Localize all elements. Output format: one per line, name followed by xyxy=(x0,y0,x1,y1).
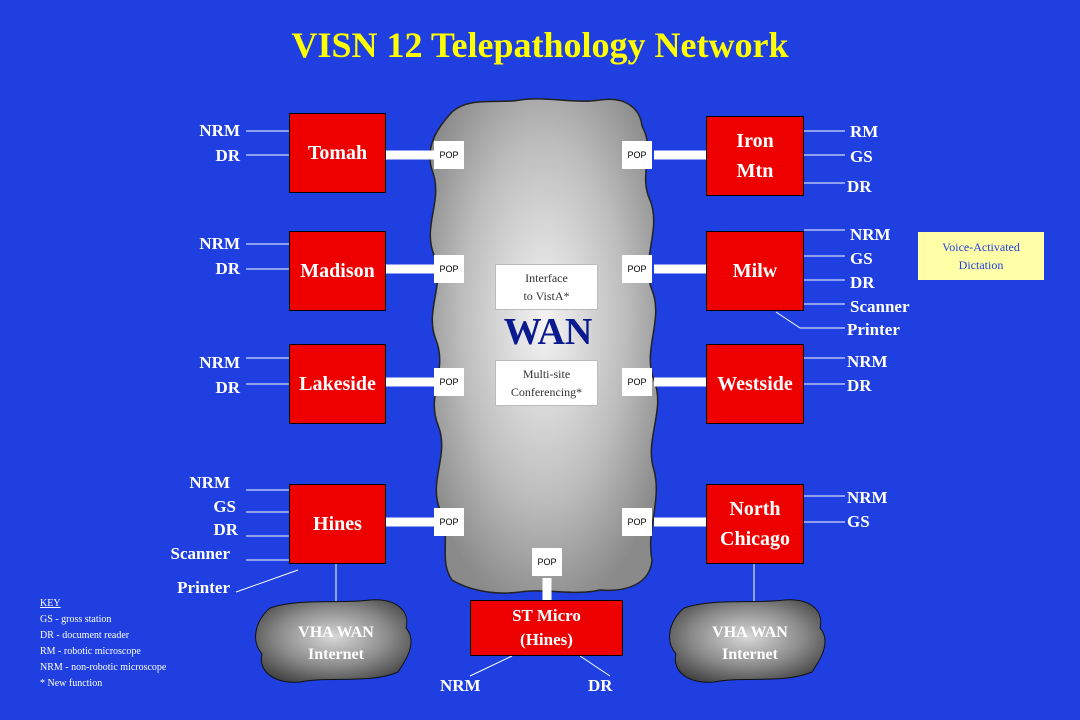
site-tomah: Tomah xyxy=(289,113,386,193)
milw-device-nrm: NRM xyxy=(850,225,891,244)
pop-hines: POP xyxy=(434,508,464,536)
vha-cloud-right xyxy=(669,599,826,683)
iron-mtn-device-gs: GS xyxy=(850,147,873,166)
westside-device-nrm: NRM xyxy=(847,352,888,371)
iron-mtn-device-rm: RM xyxy=(850,122,879,141)
madison-device-nrm: NRM xyxy=(199,234,240,253)
vha-cloud-left xyxy=(255,599,412,683)
hines-device-scanner: Scanner xyxy=(170,544,231,563)
pop-north-chicago: POP xyxy=(622,508,652,536)
pop-st-micro: POP xyxy=(532,548,562,576)
st-micro-device-dr: DR xyxy=(588,676,613,695)
tomah-device-dr: DR xyxy=(215,146,240,165)
legend-key: KEY GS - gross station DR - document rea… xyxy=(40,596,166,692)
voice-dictation-box: Voice-Activated Dictation xyxy=(918,232,1044,280)
north-chicago-device-nrm: NRM xyxy=(847,488,888,507)
hines-device-gs: GS xyxy=(213,497,236,516)
pop-westside: POP xyxy=(622,368,652,396)
wan-cloud xyxy=(429,98,659,594)
lakeside-device-nrm: NRM xyxy=(199,353,240,372)
interface-vista-box: Interface to VistA* xyxy=(495,264,598,310)
milw-device-printer: Printer xyxy=(847,320,900,339)
legend-key-item: GS - gross station xyxy=(40,614,112,625)
tomah-device-nrm: NRM xyxy=(199,121,240,140)
hines-device-nrm: NRM xyxy=(189,473,230,492)
pop-lakeside: POP xyxy=(434,368,464,396)
pop-madison: POP xyxy=(434,255,464,283)
legend-key-item: NRM - non-robotic microscope xyxy=(40,662,167,673)
conferencing-box: Multi-site Conferencing* xyxy=(495,360,598,406)
madison-device-dr: DR xyxy=(215,259,240,278)
milw-device-gs: GS xyxy=(850,249,873,268)
site-madison: Madison xyxy=(289,231,386,311)
milw-device-scanner: Scanner xyxy=(850,297,910,316)
north-chicago-device-gs: GS xyxy=(847,512,870,531)
vha-cloud-right-label: VHA WAN Internet xyxy=(712,624,788,663)
site-milw: Milw xyxy=(706,231,804,311)
westside-device-dr: DR xyxy=(847,376,872,395)
pop-milw: POP xyxy=(622,255,652,283)
milw-device-dr: DR xyxy=(850,273,875,292)
legend-key-item: RM - robotic microscope xyxy=(40,646,141,657)
wan-label: WAN xyxy=(503,311,593,353)
pop-iron-mtn: POP xyxy=(622,141,652,169)
vha-cloud-left-label: VHA WAN Internet xyxy=(298,624,374,663)
pop-tomah: POP xyxy=(434,141,464,169)
site-iron-mtn: Iron Mtn xyxy=(706,116,804,196)
st-micro-device-nrm: NRM xyxy=(440,676,481,695)
site-north-chicago: North Chicago xyxy=(706,484,804,564)
legend-key-item: * New function xyxy=(40,678,103,689)
site-westside: Westside xyxy=(706,344,804,424)
hines-device-dr: DR xyxy=(213,520,238,539)
site-lakeside: Lakeside xyxy=(289,344,386,424)
hines-device-printer: Printer xyxy=(177,578,230,597)
lakeside-device-dr: DR xyxy=(215,378,240,397)
legend-key-title: KEY xyxy=(40,598,61,609)
site-hines: Hines xyxy=(289,484,386,564)
diagram-title: VISN 12 Telepathology Network xyxy=(291,25,789,65)
site-st-micro: ST Micro (Hines) xyxy=(470,600,623,656)
iron-mtn-device-dr: DR xyxy=(847,177,872,196)
legend-key-item: DR - document reader xyxy=(40,630,130,641)
